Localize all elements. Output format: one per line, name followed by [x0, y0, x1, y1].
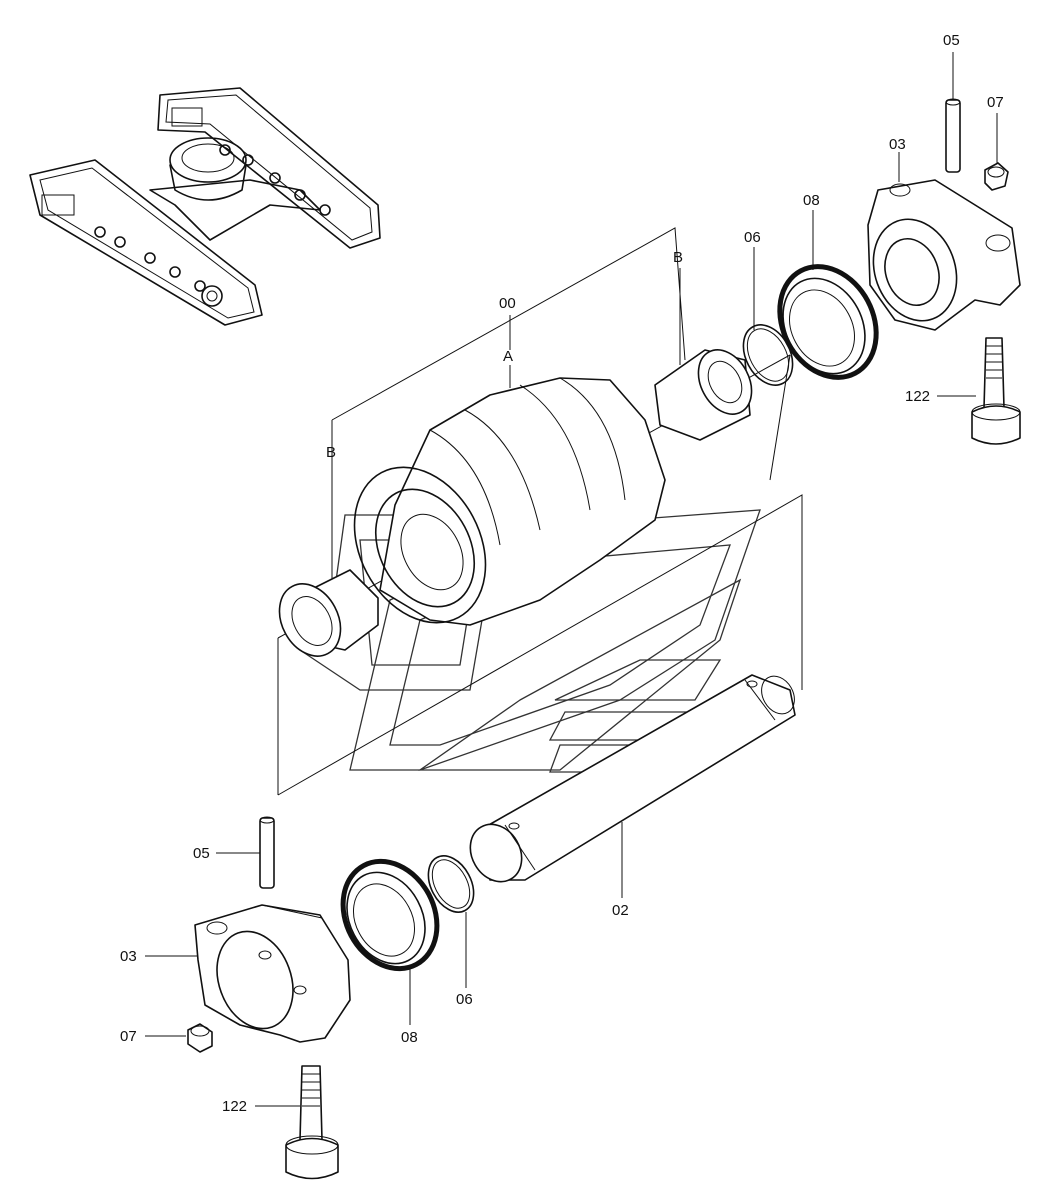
pin-top [945, 98, 961, 173]
label-b-right: B [673, 249, 683, 266]
label-05-bottom: 05 [193, 845, 210, 862]
bushing-right [654, 349, 753, 441]
leader-lines [145, 52, 998, 1107]
label-a: A [503, 348, 513, 365]
label-03-bottom: 03 [120, 948, 137, 965]
floating-seal-bottom [340, 858, 440, 972]
bolt-bottom [285, 1065, 339, 1180]
plug-top [984, 162, 1009, 191]
label-06-top: 06 [744, 229, 761, 246]
pin-bottom [259, 816, 275, 889]
bushing-left [278, 569, 379, 657]
end-collar-top [867, 179, 1021, 331]
o-ring-bottom [427, 855, 475, 913]
part-labels: 05 07 03 08 06 B 00 A B 122 05 03 07 08 … [120, 32, 1004, 1115]
label-00: 00 [499, 295, 516, 312]
plug-bottom [187, 1023, 213, 1053]
end-collar-bottom [194, 904, 351, 1043]
label-02: 02 [612, 902, 629, 919]
label-06-bottom: 06 [456, 991, 473, 1008]
label-03-top: 03 [889, 136, 906, 153]
floating-seal-top [777, 264, 879, 380]
label-08-top: 08 [803, 192, 820, 209]
bolt-top [971, 337, 1021, 445]
label-05-top: 05 [943, 32, 960, 49]
label-122-bottom: 122 [222, 1098, 247, 1115]
roller-shaft [469, 674, 796, 883]
track-roller-body [353, 377, 666, 626]
undercarriage-overview [29, 87, 381, 326]
label-07-top: 07 [987, 94, 1004, 111]
label-122-top: 122 [905, 388, 930, 405]
label-08-bottom: 08 [401, 1029, 418, 1046]
label-b-left: B [326, 444, 336, 461]
label-07-bottom: 07 [120, 1028, 137, 1045]
